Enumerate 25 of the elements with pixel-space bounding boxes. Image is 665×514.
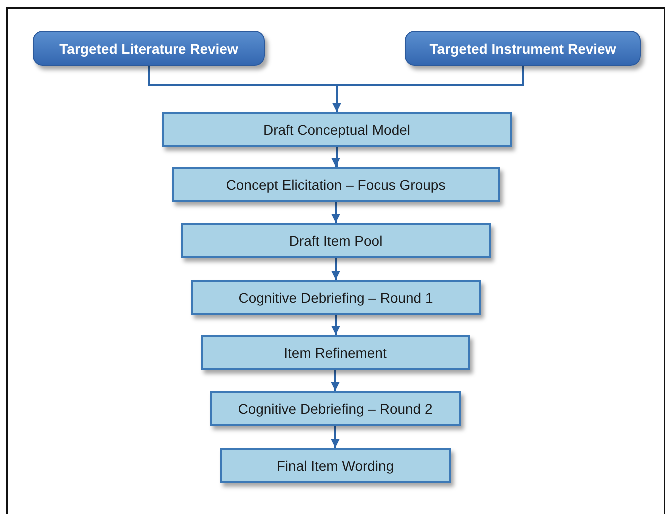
box-label: Concept Elicitation – Focus Groups <box>226 176 446 192</box>
box-label: Targeted Instrument Review <box>430 40 616 56</box>
box-label: Item Refinement <box>284 344 387 360</box>
source-box <box>405 31 641 66</box>
box-label: Draft Item Pool <box>289 232 383 248</box>
arrow <box>331 370 340 391</box>
process-box <box>181 223 491 258</box>
box-label: Cognitive Debriefing – Round 1 <box>238 290 434 306</box>
arrow <box>332 202 340 223</box>
process-box <box>172 167 500 202</box>
arrow <box>332 147 340 168</box>
process-box <box>210 391 461 426</box>
source-box <box>33 31 265 66</box>
process-box <box>162 112 512 147</box>
box-label: Targeted Literature Review <box>60 40 238 56</box>
arrow <box>332 258 340 280</box>
process-box <box>201 335 470 370</box>
box-label: Draft Conceptual Model <box>263 122 411 138</box>
box-label: Cognitive Debriefing – Round 2 <box>238 400 433 416</box>
process-box <box>220 448 451 483</box>
box-label: Final Item Wording <box>276 458 394 474</box>
process-box <box>191 280 481 315</box>
arrow <box>331 426 340 448</box>
arrow <box>332 315 340 335</box>
arrow <box>332 66 524 112</box>
